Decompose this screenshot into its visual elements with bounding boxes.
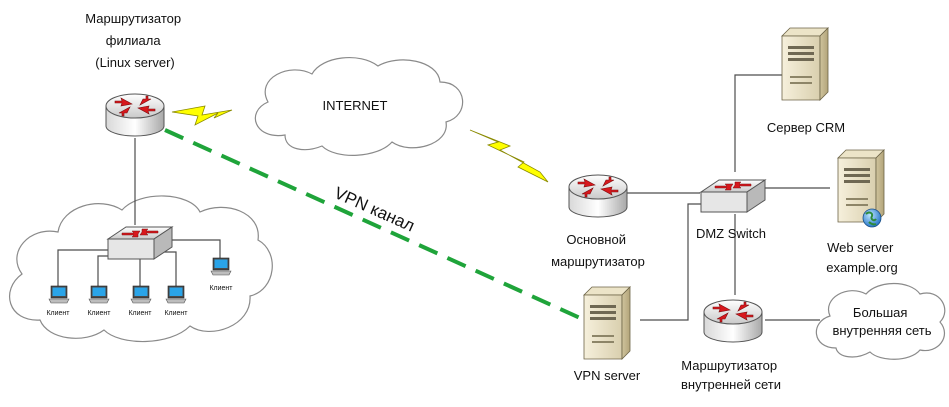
branch-router-label: Маршрутизатор филиала (Linux server)	[85, 11, 184, 70]
client-label: Клиент	[209, 285, 233, 292]
router-icon[interactable]	[105, 93, 165, 137]
vpn-tunnel-line	[164, 128, 581, 320]
internet-cloud	[254, 56, 464, 156]
server-icon[interactable]	[781, 27, 829, 101]
client-label: Клиент	[46, 310, 70, 317]
client-label: Клиент	[128, 310, 152, 317]
workstation-icon[interactable]	[88, 285, 110, 304]
crm-server-label: Сервер CRM	[767, 120, 845, 135]
lightning-icon	[469, 129, 549, 183]
router-icon[interactable]	[703, 299, 763, 343]
internet-label: INTERNET	[323, 98, 388, 113]
router-icon[interactable]	[568, 174, 628, 218]
vpn-server-label: VPN server	[574, 368, 641, 383]
big-network-cloud	[815, 283, 946, 360]
workstation-icon[interactable]	[130, 285, 152, 304]
internal-router-label: Маршрутизатор внутренней сети	[681, 358, 781, 392]
big-network-label: Большая внутренняя сеть	[832, 305, 931, 338]
web-server-label: Web server example.org	[826, 240, 898, 275]
client-label: Клиент	[87, 310, 111, 317]
workstation-icon[interactable]	[165, 285, 187, 304]
lightning-icon	[171, 105, 233, 126]
client-label: Клиент	[164, 310, 188, 317]
main-router-label: Основной маршрутизатор	[551, 232, 645, 269]
switch-icon[interactable]	[700, 179, 766, 213]
dmz-switch-label: DMZ Switch	[696, 226, 766, 241]
workstation-icon[interactable]	[48, 285, 70, 304]
connection-lines	[57, 74, 830, 321]
branch-cloud	[9, 195, 273, 343]
globe-icon	[862, 208, 882, 228]
server-icon[interactable]	[583, 286, 631, 360]
workstation-icon[interactable]	[210, 257, 232, 276]
